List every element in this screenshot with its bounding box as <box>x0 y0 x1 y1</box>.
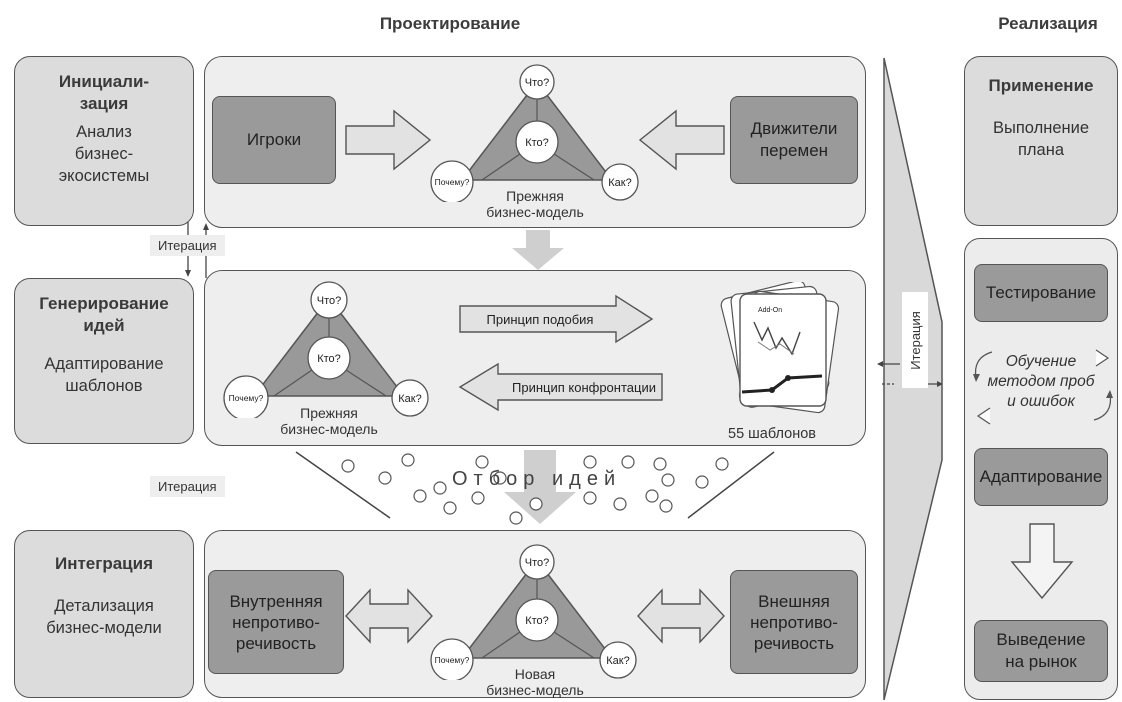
model-label: Новая бизнес-модель <box>486 666 584 698</box>
idea-filter-funnel <box>295 450 775 525</box>
how-node <box>601 163 639 201</box>
who-label: Кто? <box>525 137 549 149</box>
iteration-label: Итерация <box>150 476 225 497</box>
realization-column-title: Реализация <box>998 14 1098 33</box>
how-label: Как? <box>398 393 421 405</box>
why-label: Почему? <box>435 655 470 665</box>
business-model-triangle-old: Что? Кто? Почему? Как? <box>430 64 639 202</box>
similarity-arrow: Принцип подобия <box>459 294 654 344</box>
who-label: Кто? <box>525 615 549 627</box>
change-drivers-box: Движители перемен <box>730 96 858 184</box>
why-label: Почему? <box>435 177 470 187</box>
internal-consistency-box: Внутренняя непротиво- речивость <box>208 570 344 674</box>
how-label: Как? <box>608 177 631 189</box>
business-model-triangle-new: Что? Кто? Почему? Как? <box>430 544 637 680</box>
learning-label: Обучение методом проб и ошибок <box>987 353 1095 410</box>
design-column-title: Проектирование <box>379 14 521 33</box>
down-arrow-realization <box>1010 523 1074 600</box>
market-launch-box: Выведение на рынок <box>974 620 1108 682</box>
card-title: Add-On <box>758 307 782 314</box>
stage-integration: Интеграция Детализация бизнес-модели <box>14 530 194 698</box>
stage-title: Инициали- зация <box>58 72 150 113</box>
double-arrow-right <box>637 588 725 644</box>
stage-title: Интеграция <box>54 554 153 573</box>
iteration-vertical-label: Итерация <box>907 310 923 370</box>
confrontation-label: Принцип конфронтации <box>512 380 656 395</box>
stage-title: Генерирование идей <box>39 294 169 335</box>
why-label: Почему? <box>229 393 264 403</box>
external-consistency-box: Внешняя непротиво- речивость <box>730 570 858 674</box>
players-box: Игроки <box>212 96 336 184</box>
what-label: Что? <box>317 295 341 307</box>
pattern-cards-icon: Add-On <box>720 282 840 414</box>
similarity-label: Принцип подобия <box>487 312 594 327</box>
stage-subtitle: Адаптирование шаблонов <box>44 355 164 395</box>
stage-subtitle: Анализ бизнес- экосистемы <box>58 123 150 185</box>
learning-cycle-arrows <box>973 349 1113 425</box>
adapting-box: Адаптирование <box>974 448 1108 506</box>
down-arrow <box>512 230 564 270</box>
how-label: Как? <box>606 655 629 667</box>
what-label: Что? <box>525 557 549 569</box>
confrontation-arrow: Принцип конфронтации <box>458 362 663 412</box>
arrow-right-players <box>345 109 432 171</box>
arrow-left-drivers <box>638 109 725 171</box>
cards-label: 55 шаблонов <box>728 426 816 442</box>
stage-subtitle: Детализация бизнес-модели <box>46 597 162 637</box>
testing-box: Тестирование <box>974 264 1108 322</box>
stage-initialization: Инициали- зация Анализ бизнес- экосистем… <box>14 56 194 226</box>
what-label: Что? <box>525 77 549 89</box>
business-model-triangle-old-2: Что? Кто? Почему? Как? <box>223 281 429 418</box>
stage-application: Применение Выполнение плана <box>964 56 1118 226</box>
why-node <box>430 160 474 202</box>
iteration-vertical-box: Итерация <box>902 292 928 388</box>
what-node <box>519 64 555 100</box>
double-arrow-left <box>345 588 433 644</box>
stage-idea-generation: Генерирование идей Адаптирование шаблоно… <box>14 278 194 444</box>
idea-filter-label: Отбор идей <box>452 468 622 490</box>
iteration-label: Итерация <box>150 235 225 256</box>
who-node <box>515 120 559 164</box>
stage-subtitle: Выполнение плана <box>992 119 1090 159</box>
model-label: Прежняя бизнес-модель <box>280 405 378 437</box>
who-label: Кто? <box>317 353 341 365</box>
model-label: Прежняя бизнес-модель <box>486 188 584 220</box>
stage-title: Применение <box>988 76 1094 95</box>
